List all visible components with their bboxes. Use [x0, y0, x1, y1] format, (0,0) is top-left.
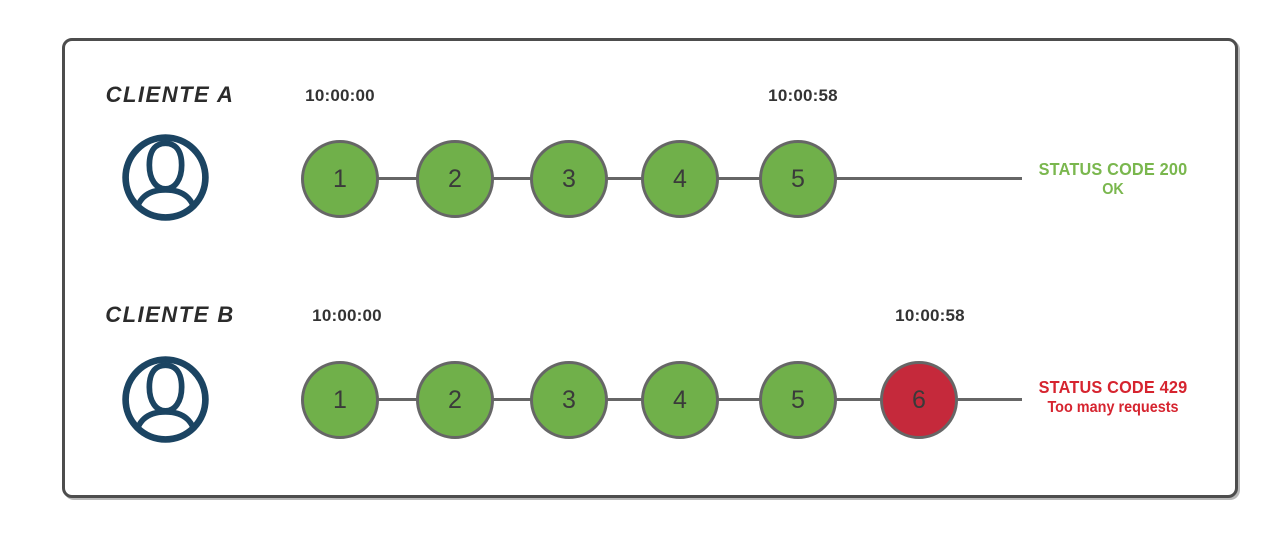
request-number: 6 [912, 385, 926, 414]
request-circle: 2 [416, 140, 494, 218]
client-a-label: CLIENTE A [105, 82, 235, 107]
user-avatar-icon [118, 130, 213, 225]
request-number: 3 [562, 385, 576, 414]
client-b-label: CLIENTE B [105, 302, 235, 327]
row-b-status: STATUS CODE 429 Too many requests [1025, 376, 1202, 418]
request-circle: 4 [641, 140, 719, 218]
request-circle: 5 [759, 140, 837, 218]
request-number: 1 [333, 385, 347, 414]
request-circle: 1 [301, 140, 379, 218]
row-a-status: STATUS CODE 200 OK [1025, 158, 1202, 200]
row-a-start-timestamp: 10:00:00 [305, 86, 375, 105]
request-number: 5 [791, 385, 805, 414]
request-circle: 5 [759, 361, 837, 439]
request-number: 4 [673, 164, 687, 193]
request-number: 5 [791, 164, 805, 193]
request-circle: 3 [530, 140, 608, 218]
row-b-end-timestamp: 10:00:58 [895, 306, 965, 325]
row-a-end-timestamp: 10:00:58 [768, 86, 838, 105]
request-circle: 4 [641, 361, 719, 439]
request-circle: 2 [416, 361, 494, 439]
request-number: 1 [333, 164, 347, 193]
request-number: 2 [448, 164, 462, 193]
status-message-text: OK [1102, 181, 1124, 199]
request-number: 4 [673, 385, 687, 414]
user-avatar-icon [118, 352, 213, 447]
request-circle-blocked: 6 [880, 361, 958, 439]
request-number: 3 [562, 164, 576, 193]
request-circle: 1 [301, 361, 379, 439]
request-circle: 3 [530, 361, 608, 439]
row-b-start-timestamp: 10:00:00 [312, 306, 382, 325]
status-code-text: STATUS CODE 429 [1038, 377, 1188, 397]
request-number: 2 [448, 385, 462, 414]
status-message-text: Too many requests [1047, 399, 1179, 417]
status-code-text: STATUS CODE 200 [1038, 159, 1188, 179]
